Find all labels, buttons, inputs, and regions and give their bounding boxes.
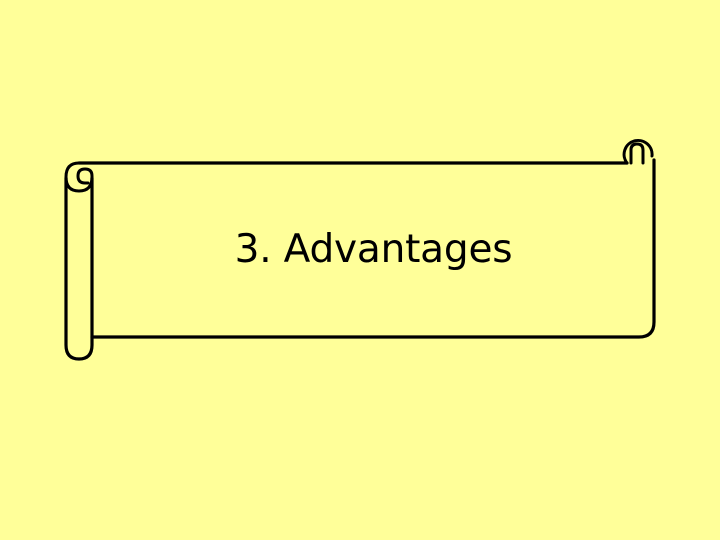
scroll-left-curl-outer (64, 161, 94, 193)
scroll-left-roll-fill (66, 186, 92, 359)
scroll-right-curl-outer (622, 138, 654, 165)
scroll-right-curl-inner (629, 142, 645, 165)
scroll-body-fill (92, 163, 655, 337)
scroll-left-roll-outline (64, 176, 94, 361)
scroll-left-curl-inner (76, 167, 94, 190)
scroll-right-edge (90, 158, 656, 339)
